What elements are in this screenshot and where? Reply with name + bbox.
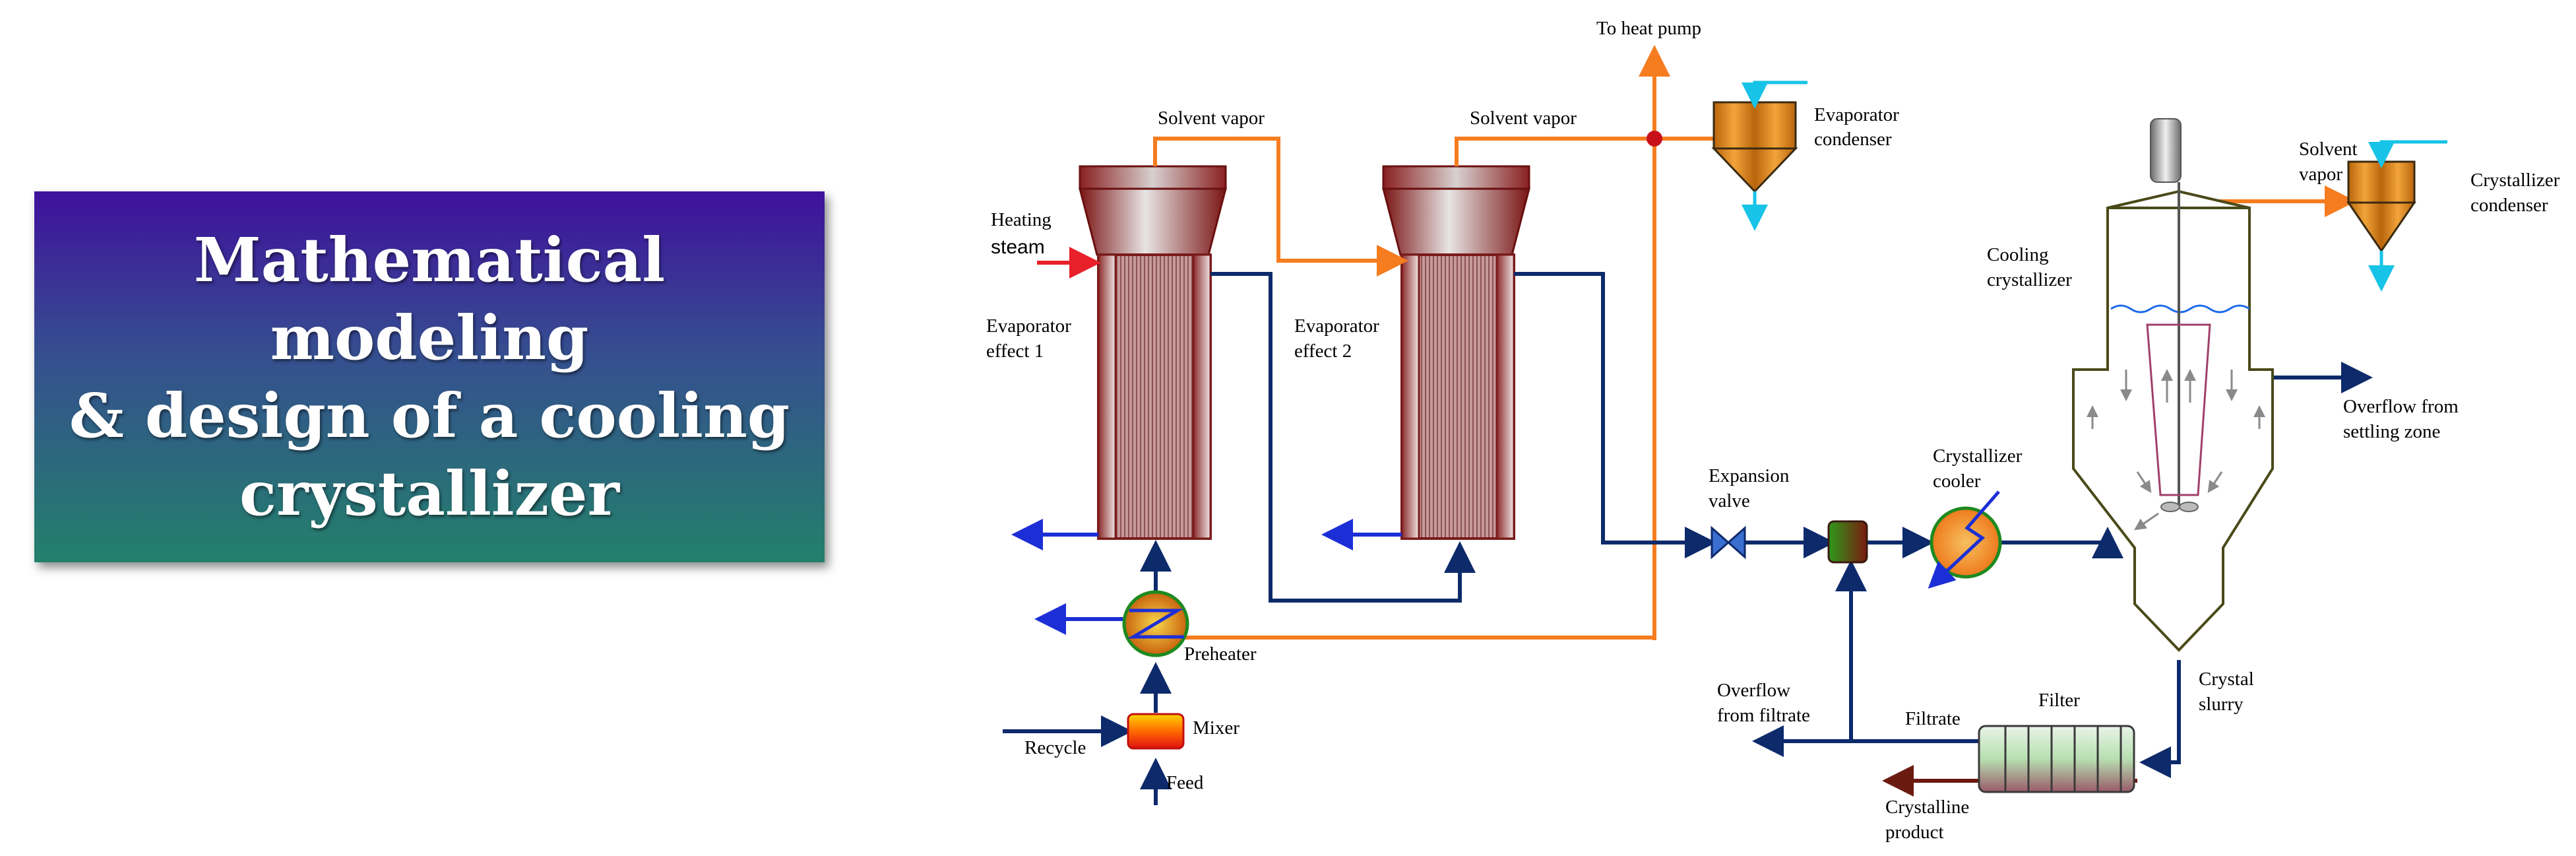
label-expansion-valve-2: valve [1709,490,1750,511]
label-solvent-vapor-1: Solvent vapor [1158,108,1265,129]
expansion-valve [1711,525,1746,560]
label-overflow-settling-2: settling zone [2343,421,2440,442]
preheater [1122,590,1189,657]
cooling-crystallizer [2072,118,2274,652]
label-cooling-crystallizer-1: Cooling [1987,244,2048,265]
label-evap-effect2-2: effect 2 [1294,341,1352,362]
label-evap-effect1-1: Evaporator [986,315,1071,337]
label-feed: Feed [1166,772,1204,793]
evaporator-effect-2 [1382,165,1530,540]
crystallizer-cooler [1928,490,2002,589]
title-line-3: crystallizer [239,458,619,529]
label-cooling-crystallizer-2: crystallizer [1987,269,2072,290]
mixer [1127,713,1185,750]
inline-mixer [1827,520,1868,564]
label-crystallizer-cooler-1: Crystallizer [1933,445,2023,467]
evaporator-effect-1 [1079,165,1227,540]
label-crystallizer-cooler-2: cooler [1933,471,1981,492]
crystallizer-condenser [2346,140,2447,292]
page-title: Mathematical modeling & design of a cool… [50,221,809,533]
label-preheater: Preheater [1184,643,1257,665]
label-crystal-slurry-1: Crystal [2199,669,2254,690]
title-line-1: Mathematical modeling [193,224,666,374]
liquid-lines [1003,272,2373,805]
evaporator-condenser [1711,81,1807,231]
label-evaporator-condenser-1: Evaporator [1814,104,1899,125]
label-to-heat-pump: To heat pump [1596,18,1701,39]
title-card: Mathematical modeling & design of a cool… [34,191,825,562]
label-evaporator-condenser-2: condenser [1814,129,1892,150]
label-expansion-valve-1: Expansion [1709,465,1790,486]
label-crystalline-product-1: Crystalline [1885,797,1969,818]
label-crystalline-product-2: product [1885,822,1944,843]
label-recycle: Recycle [1024,737,1086,758]
vapor-junction [1647,131,1662,147]
label-solvent-vapor-3a: Solvent [2299,139,2358,160]
label-evap-effect1-2: effect 1 [986,341,1044,362]
label-overflow-filtrate-2: from filtrate [1717,705,1810,726]
label-overflow-filtrate-1: Overflow [1717,680,1790,701]
label-heating-steam-1: Heating [991,209,1052,230]
title-line-2: & design of a cooling [69,380,790,451]
label-overflow-settling-1: Overflow from [2343,396,2459,417]
label-heating-steam-2: steam [991,236,1045,258]
label-crystal-slurry-2: slurry [2199,694,2244,715]
filter [1978,725,2135,793]
label-solvent-vapor-3b: vapor [2299,164,2342,185]
label-filter: Filter [2038,690,2080,711]
label-crystallizer-condenser-1: Crystallizer [2470,170,2560,191]
label-mixer: Mixer [1193,717,1240,739]
label-filtrate: Filtrate [1905,708,1961,729]
label-evap-effect2-1: Evaporator [1294,315,1379,337]
utility-lines [1011,519,1402,635]
label-solvent-vapor-2: Solvent vapor [1470,108,1577,129]
label-crystallizer-condenser-2: condenser [2470,195,2548,216]
